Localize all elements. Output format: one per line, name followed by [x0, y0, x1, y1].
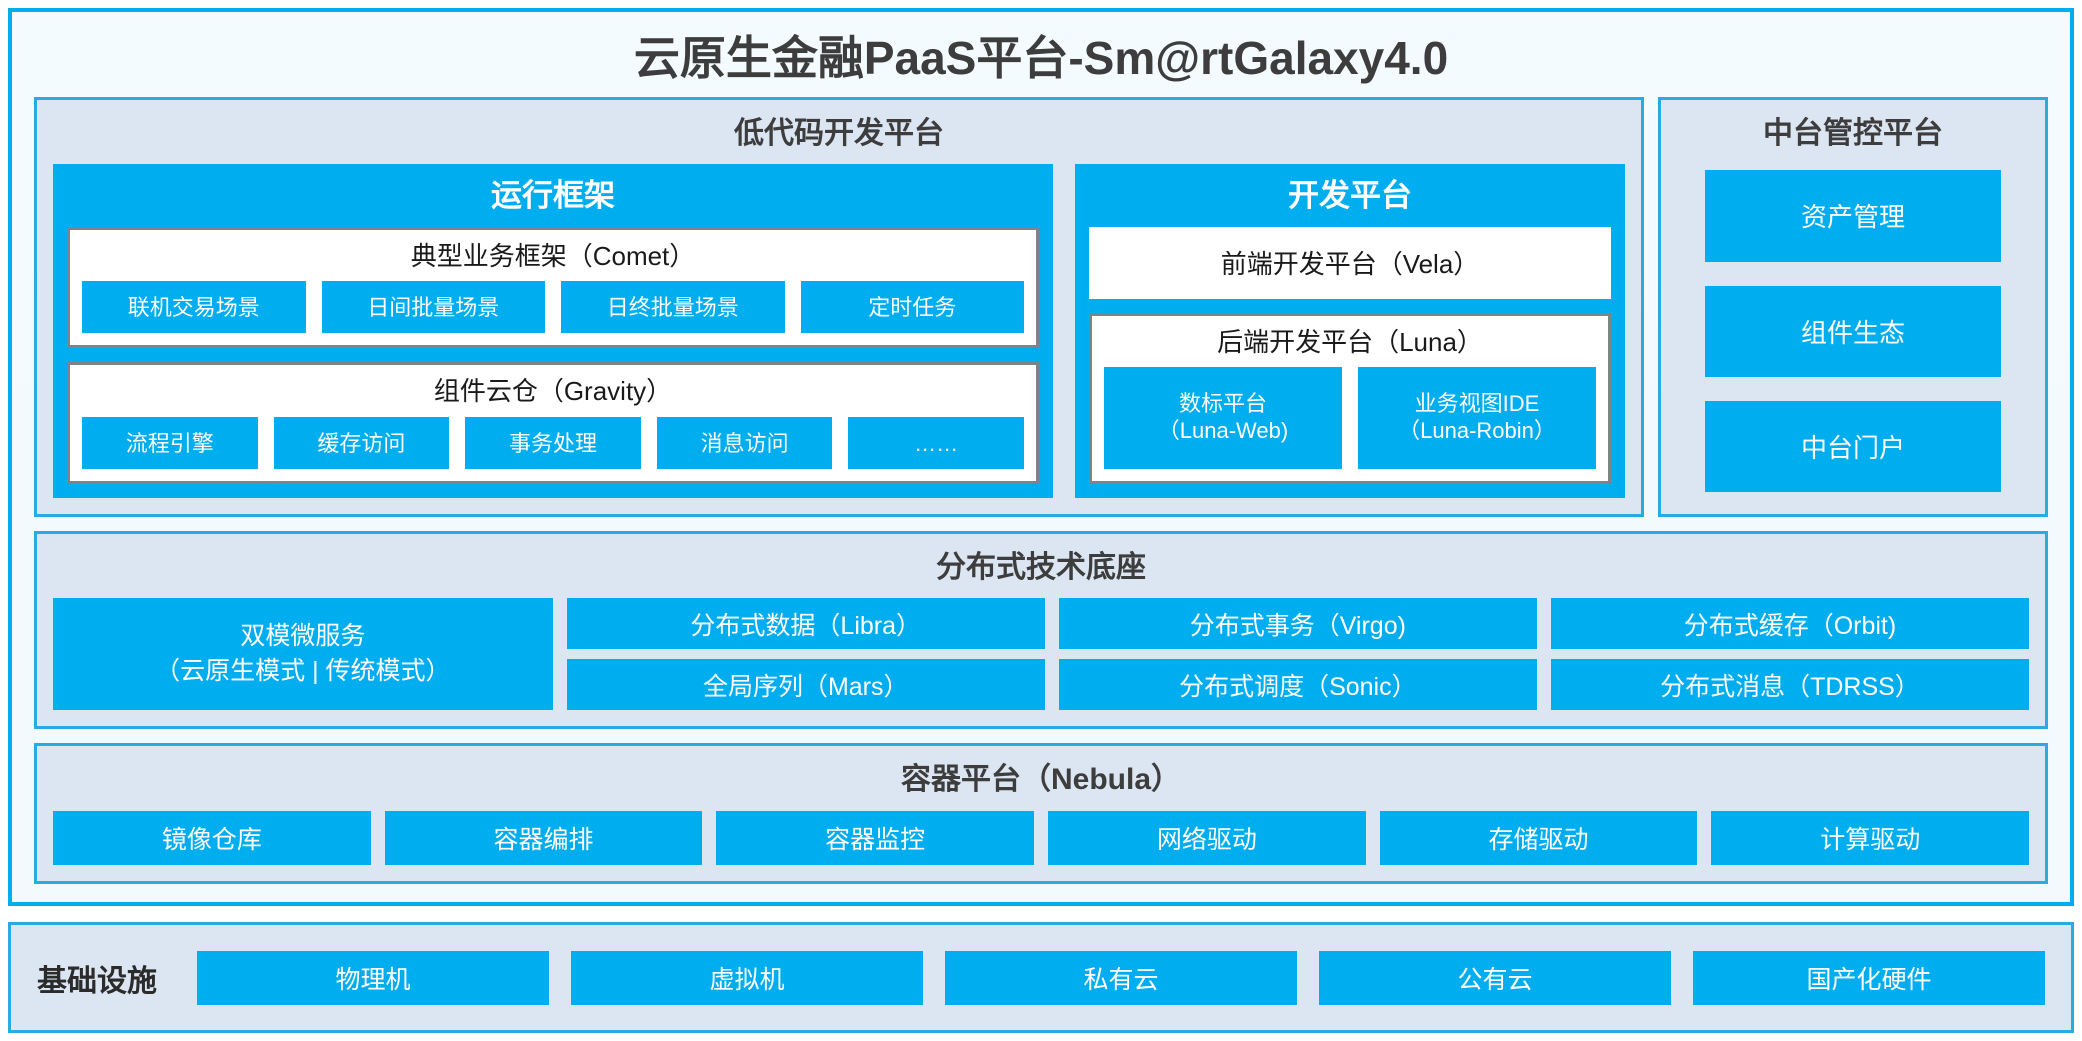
tech-base-grid: 双模微服务 （云原生模式 | 传统模式） 分布式数据（Libra） 全局序列（M…	[53, 598, 2029, 711]
card-runtime-framework[interactable]: 运行框架 典型业务框架（Comet） 联机交易场景 日间批量场景 日终批量场景 …	[53, 164, 1053, 498]
lowcode-columns: 运行框架 典型业务框架（Comet） 联机交易场景 日间批量场景 日终批量场景 …	[53, 164, 1625, 498]
chip-distributed-scheduling-sonic[interactable]: 分布式调度（Sonic）	[1058, 659, 1537, 711]
dual-mode-line2: （云原生模式 | 传统模式）	[155, 657, 451, 686]
chip-virtual-machine[interactable]: 虚拟机	[571, 950, 923, 1005]
midoffice-platform-title: 中台管控平台	[1763, 116, 1943, 150]
bar-frontend-dev-platform[interactable]: 前端开发平台（Vela）	[1089, 226, 1611, 299]
container-platform-title: 容器平台（Nebula）	[900, 763, 1182, 797]
frame-body: 低代码开发平台 运行框架 典型业务框架（Comet） 联机交易场景 日间批量场景	[12, 96, 2070, 902]
chip-asset-management[interactable]: 资产管理	[1705, 170, 2001, 262]
tech-base-column-1: 分布式数据（Libra） 全局序列（Mars）	[566, 598, 1045, 711]
chip-luna-web-line2: （Luna-Web)	[1157, 418, 1289, 444]
panel-infrastructure: 基础设施 物理机 虚拟机 私有云 公有云 国产化硬件	[8, 922, 2074, 1033]
lowcode-platform-title: 低代码开发平台	[734, 116, 944, 150]
chip-midoffice-portal[interactable]: 中台门户	[1705, 400, 2001, 492]
main-platform-frame: 云原生金融PaaS平台-Sm@rtGalaxy4.0 低代码开发平台 运行框架 …	[8, 8, 2074, 906]
chip-gravity-transaction-processing[interactable]: 事务处理	[465, 417, 641, 470]
chip-gravity-message-access[interactable]: 消息访问	[656, 417, 833, 470]
chip-luna-robin-line1: 业务视图IDE	[1414, 391, 1540, 417]
tech-base-column-3: 分布式缓存（Orbit) 分布式消息（TDRSS）	[1550, 598, 2029, 711]
chip-image-repository[interactable]: 镜像仓库	[53, 810, 371, 865]
backend-dev-platform-title: 后端开发平台（Luna）	[1217, 326, 1483, 357]
panel-container-platform: 容器平台（Nebula） 镜像仓库 容器编排 容器监控 网络驱动 存储驱动 计算…	[34, 743, 2048, 884]
chip-comet-online-transaction[interactable]: 联机交易场景	[82, 281, 306, 334]
tech-base-column-2: 分布式事务（Virgo) 分布式调度（Sonic）	[1058, 598, 1537, 711]
top-row: 低代码开发平台 运行框架 典型业务框架（Comet） 联机交易场景 日间批量场景	[34, 96, 2048, 517]
chip-component-ecosystem[interactable]: 组件生态	[1705, 285, 2001, 377]
gravity-chip-row: 流程引擎 缓存访问 事务处理 消息访问 ……	[82, 417, 1024, 470]
panel-midoffice-platform: 中台管控平台 资产管理 组件生态 中台门户	[1658, 96, 2048, 517]
chip-storage-driver[interactable]: 存储驱动	[1379, 810, 1698, 865]
dev-platform-title: 开发平台	[1288, 178, 1412, 214]
panel-lowcode-platform: 低代码开发平台 运行框架 典型业务框架（Comet） 联机交易场景 日间批量场景	[34, 96, 1644, 517]
chip-compute-driver[interactable]: 计算驱动	[1711, 810, 2030, 865]
chip-gravity-more[interactable]: ……	[848, 417, 1024, 470]
chip-container-orchestration[interactable]: 容器编排	[384, 810, 703, 865]
dual-mode-line1: 双模微服务	[240, 621, 366, 650]
card-dev-platform[interactable]: 开发平台 前端开发平台（Vela） 后端开发平台（Luna） 数标平台 （Lun…	[1075, 164, 1625, 498]
gravity-title: 组件云仓（Gravity）	[433, 376, 673, 407]
group-comet: 典型业务框架（Comet） 联机交易场景 日间批量场景 日终批量场景 定时任务	[67, 226, 1039, 349]
chip-luna-robin-line2: （Luna-Robin）	[1398, 418, 1556, 444]
group-backend-dev-platform: 后端开发平台（Luna） 数标平台 （Luna-Web) 业务视图IDE （Lu…	[1089, 312, 1611, 484]
chip-gravity-process-engine[interactable]: 流程引擎	[82, 417, 258, 470]
chip-gravity-cache-access[interactable]: 缓存访问	[273, 417, 450, 470]
chip-distributed-transaction-virgo[interactable]: 分布式事务（Virgo)	[1058, 598, 1537, 650]
chip-dual-mode-microservice[interactable]: 双模微服务 （云原生模式 | 传统模式）	[53, 598, 553, 711]
chip-comet-intraday-batch[interactable]: 日间批量场景	[321, 281, 545, 334]
chip-luna-web[interactable]: 数标平台 （Luna-Web)	[1104, 367, 1342, 469]
runtime-framework-title: 运行框架	[491, 178, 615, 214]
chip-luna-web-line1: 数标平台	[1178, 391, 1267, 417]
chip-private-cloud[interactable]: 私有云	[945, 950, 1297, 1005]
backend-chip-row: 数标平台 （Luna-Web) 业务视图IDE （Luna-Robin）	[1104, 367, 1596, 469]
chip-comet-scheduled-task[interactable]: 定时任务	[800, 281, 1024, 334]
page-title: 云原生金融PaaS平台-Sm@rtGalaxy4.0	[633, 32, 1449, 84]
panel-distributed-tech-base: 分布式技术底座 双模微服务 （云原生模式 | 传统模式） 分布式数据（Libra…	[34, 530, 2048, 730]
container-item-row: 镜像仓库 容器编排 容器监控 网络驱动 存储驱动 计算驱动	[53, 810, 2030, 865]
chip-network-driver[interactable]: 网络驱动	[1048, 810, 1366, 865]
chip-public-cloud[interactable]: 公有云	[1319, 950, 1671, 1005]
chip-distributed-cache-orbit[interactable]: 分布式缓存（Orbit)	[1550, 598, 2029, 650]
chip-distributed-data-libra[interactable]: 分布式数据（Libra）	[566, 598, 1045, 650]
chip-container-monitoring[interactable]: 容器监控	[716, 810, 1035, 865]
midoffice-item-list: 资产管理 组件生态 中台门户	[1677, 164, 2029, 498]
chip-luna-robin[interactable]: 业务视图IDE （Luna-Robin）	[1358, 367, 1596, 469]
chip-distributed-message-tdrss[interactable]: 分布式消息（TDRSS）	[1550, 659, 2029, 711]
chip-comet-eod-batch[interactable]: 日终批量场景	[561, 281, 785, 334]
comet-chip-row: 联机交易场景 日间批量场景 日终批量场景 定时任务	[82, 281, 1024, 334]
chip-domestic-hardware[interactable]: 国产化硬件	[1693, 950, 2045, 1005]
group-gravity: 组件云仓（Gravity） 流程引擎 缓存访问 事务处理 消息访问 ……	[67, 362, 1039, 485]
chip-physical-machine[interactable]: 物理机	[197, 950, 549, 1005]
tech-base-title: 分布式技术底座	[936, 550, 1146, 584]
comet-title: 典型业务框架（Comet）	[410, 240, 696, 271]
infrastructure-label: 基础设施	[37, 964, 157, 998]
chip-global-sequence-mars[interactable]: 全局序列（Mars）	[566, 659, 1045, 711]
